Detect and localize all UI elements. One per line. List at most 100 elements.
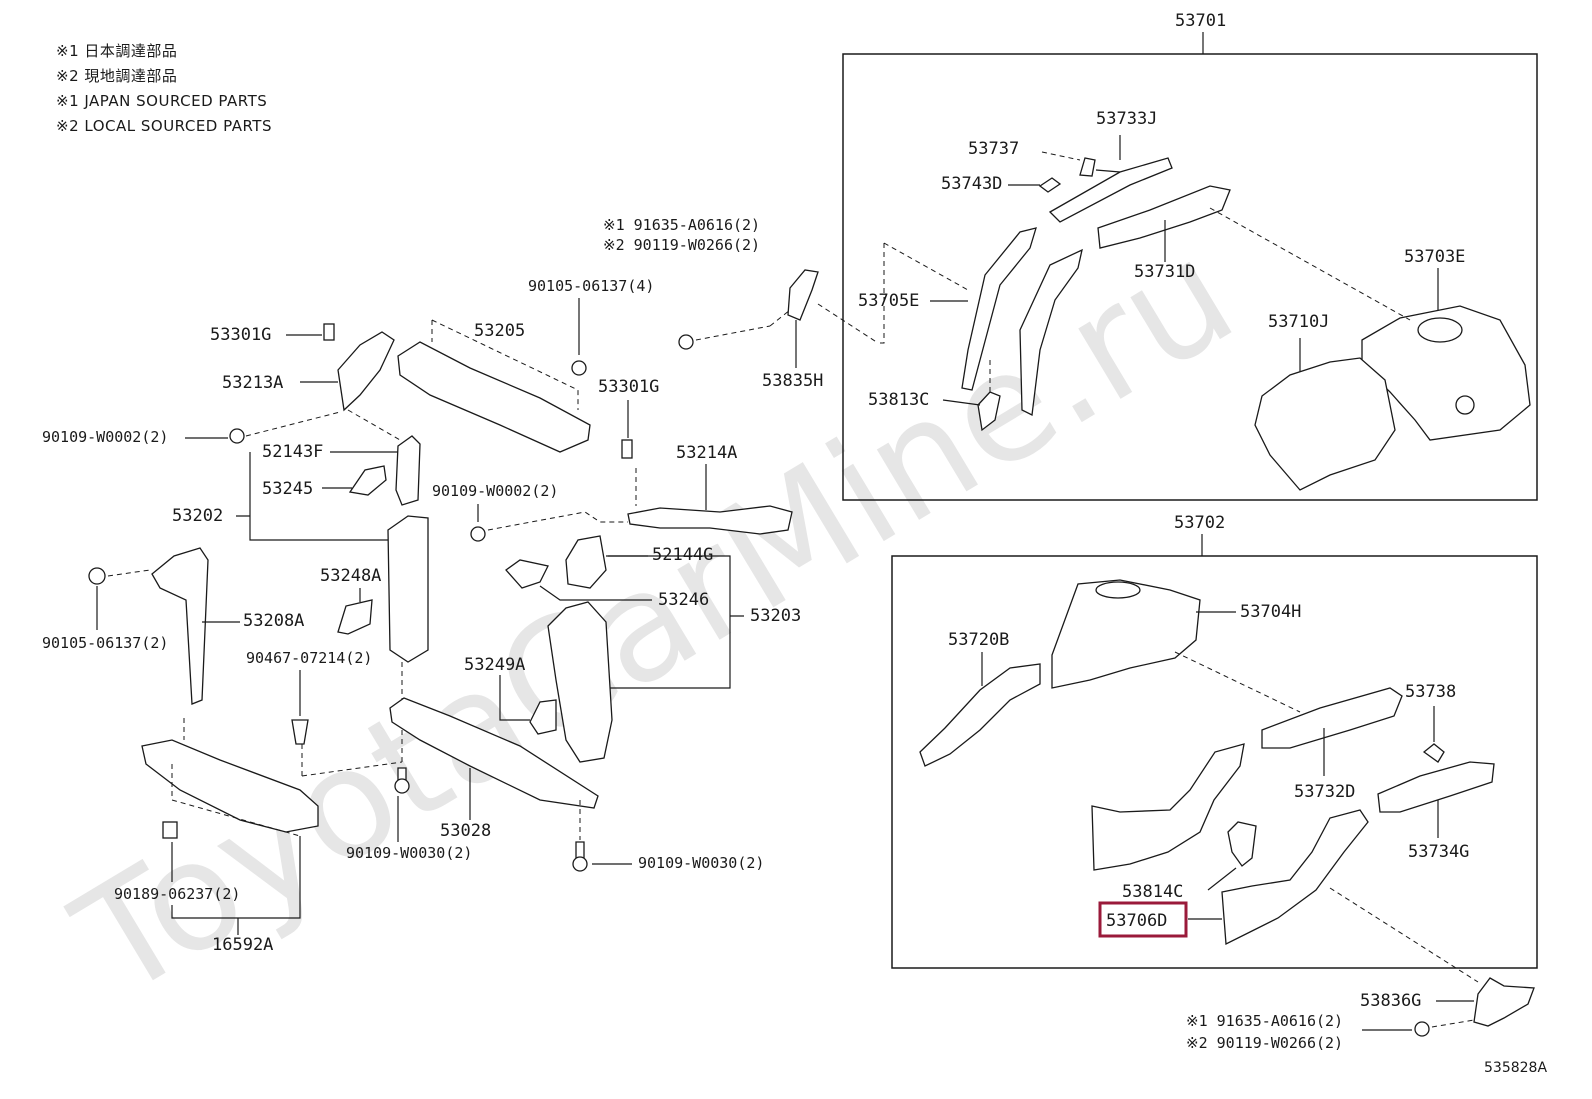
part-53720b[interactable] [919,663,1041,767]
label-53203[interactable]: 53203 [750,606,801,626]
diagram-ref-code: 535828A [1484,1060,1547,1076]
label-53706d[interactable]: 53706D [1106,911,1167,931]
label-fastener-top-2[interactable]: ※2 90119-W0266(2) [603,236,760,254]
label-53213a[interactable]: 53213A [222,373,283,393]
bolt-icon [394,778,410,794]
label-53704h[interactable]: 53704H [1240,602,1301,622]
bolt-icon [571,360,587,376]
part-53738[interactable] [1422,743,1445,763]
part-53301g-b[interactable] [621,439,633,459]
label-53245[interactable]: 53245 [262,479,313,499]
part-53732d[interactable] [1261,687,1403,749]
label-53202[interactable]: 53202 [172,506,223,526]
label-53248a[interactable]: 53248A [320,566,381,586]
label-52144g[interactable]: 52144G [652,545,713,565]
part-53705e-inner[interactable] [1019,248,1083,416]
part-53028[interactable] [389,697,599,809]
bolt-icon [470,526,486,542]
part-53213a[interactable] [337,331,395,412]
part-53705e[interactable] [961,227,1037,391]
bolt-icon [88,567,106,585]
label-53208a[interactable]: 53208A [243,611,304,631]
note-3: ※1 JAPAN SOURCED PARTS [56,92,267,110]
note-1: ※1 日本調達部品 [56,42,177,60]
label-90105-06137-2[interactable]: 90105-06137(2) [42,634,168,652]
group-53702: 53702 53704H 53720B 53732D 53738 53734G … [891,513,1538,983]
label-90467-07214[interactable]: 90467-07214(2) [246,649,372,667]
label-53743d[interactable]: 53743D [941,174,1002,194]
label-53813c[interactable]: 53813C [868,390,929,410]
part-53814c[interactable] [1227,821,1257,867]
bolt-icon [678,334,694,350]
bolt-icon [1414,1021,1430,1037]
label-53701[interactable]: 53701 [1175,11,1226,31]
label-53028[interactable]: 53028 [440,821,491,841]
part-group-53835h: 53835H ※1 91635-A0616(2) ※2 90119-W0266(… [603,216,879,391]
part-53704h[interactable] [1051,579,1201,689]
part-53249a[interactable] [529,699,557,735]
bolt-icon [572,856,588,872]
part-53245[interactable] [348,465,387,496]
label-90109-w0002-a[interactable]: 90109-W0002(2) [42,428,168,446]
label-53733j[interactable]: 53733J [1096,109,1157,129]
label-fastener-bottom-1[interactable]: ※1 91635-A0616(2) [1186,1012,1343,1030]
part-53205[interactable] [397,341,591,453]
label-90105-06137-4[interactable]: 90105-06137(4) [528,277,654,295]
label-53214a[interactable]: 53214A [676,443,737,463]
label-53703e[interactable]: 53703E [1404,247,1465,267]
label-53301g-a[interactable]: 53301G [210,325,271,345]
label-53720b[interactable]: 53720B [948,630,1009,650]
label-53836g[interactable]: 53836G [1360,991,1421,1011]
label-53732d[interactable]: 53732D [1294,782,1355,802]
label-53835h[interactable]: 53835H [762,371,823,391]
label-fastener-top-1[interactable]: ※1 91635-A0616(2) [603,216,760,234]
part-53301g-a[interactable] [323,323,335,341]
part-52143f[interactable] [395,435,421,506]
label-53737[interactable]: 53737 [968,139,1019,159]
label-90109-w0002-b[interactable]: 90109-W0002(2) [432,482,558,500]
part-group-53836g: 53836G ※1 91635-A0616(2) ※2 90119-W0266(… [1186,977,1535,1052]
left-assembly: 90105-06137(4) 53205 53301G 53213A 90109… [42,277,801,955]
part-53706d[interactable] [1221,809,1369,946]
part-53743d[interactable] [1038,177,1062,193]
part-53202[interactable] [387,515,429,663]
part-lower-member-left[interactable] [1091,743,1245,871]
label-53702[interactable]: 53702 [1174,513,1225,533]
label-53731d[interactable]: 53731D [1134,262,1195,282]
part-53246[interactable] [505,559,549,589]
label-90109-w0030-b[interactable]: 90109-W0030(2) [638,854,764,872]
part-53731d[interactable] [1097,185,1231,249]
label-fastener-bottom-2[interactable]: ※2 90119-W0266(2) [1186,1034,1343,1052]
label-53246[interactable]: 53246 [658,590,709,610]
label-16592a[interactable]: 16592A [212,935,273,955]
label-53301g-b[interactable]: 53301G [598,377,659,397]
label-53710j[interactable]: 53710J [1268,312,1329,332]
part-53813c[interactable] [977,391,1001,432]
legend-notes: ※1 日本調達部品 ※2 現地調達部品 ※1 JAPAN SOURCED PAR… [56,42,271,135]
part-90189-06237[interactable] [162,821,178,839]
part-53835h[interactable] [787,269,819,321]
part-53248a[interactable] [337,599,373,635]
label-52143f[interactable]: 52143F [262,442,323,462]
part-53208a[interactable] [151,547,209,705]
label-90109-w0030-a[interactable]: 90109-W0030(2) [346,844,472,862]
label-53738[interactable]: 53738 [1405,682,1456,702]
label-53814c[interactable]: 53814C [1122,882,1183,902]
label-53205[interactable]: 53205 [474,321,525,341]
bolt-icon [229,428,245,444]
label-53734g[interactable]: 53734G [1408,842,1469,862]
group-box-53701 [842,53,1538,501]
part-53737[interactable] [1079,157,1096,177]
part-53214a[interactable] [627,505,793,535]
part-52144g[interactable] [565,535,607,589]
part-53734g[interactable] [1377,761,1495,813]
part-90467-07214[interactable] [291,719,309,745]
part-16592a[interactable] [141,739,319,833]
label-53705e[interactable]: 53705E [858,291,919,311]
part-53710j[interactable] [1254,357,1396,491]
label-90189-06237[interactable]: 90189-06237(2) [114,885,240,903]
part-53836g[interactable] [1473,977,1535,1027]
label-53249a[interactable]: 53249A [464,655,525,675]
part-53203[interactable] [547,601,613,763]
